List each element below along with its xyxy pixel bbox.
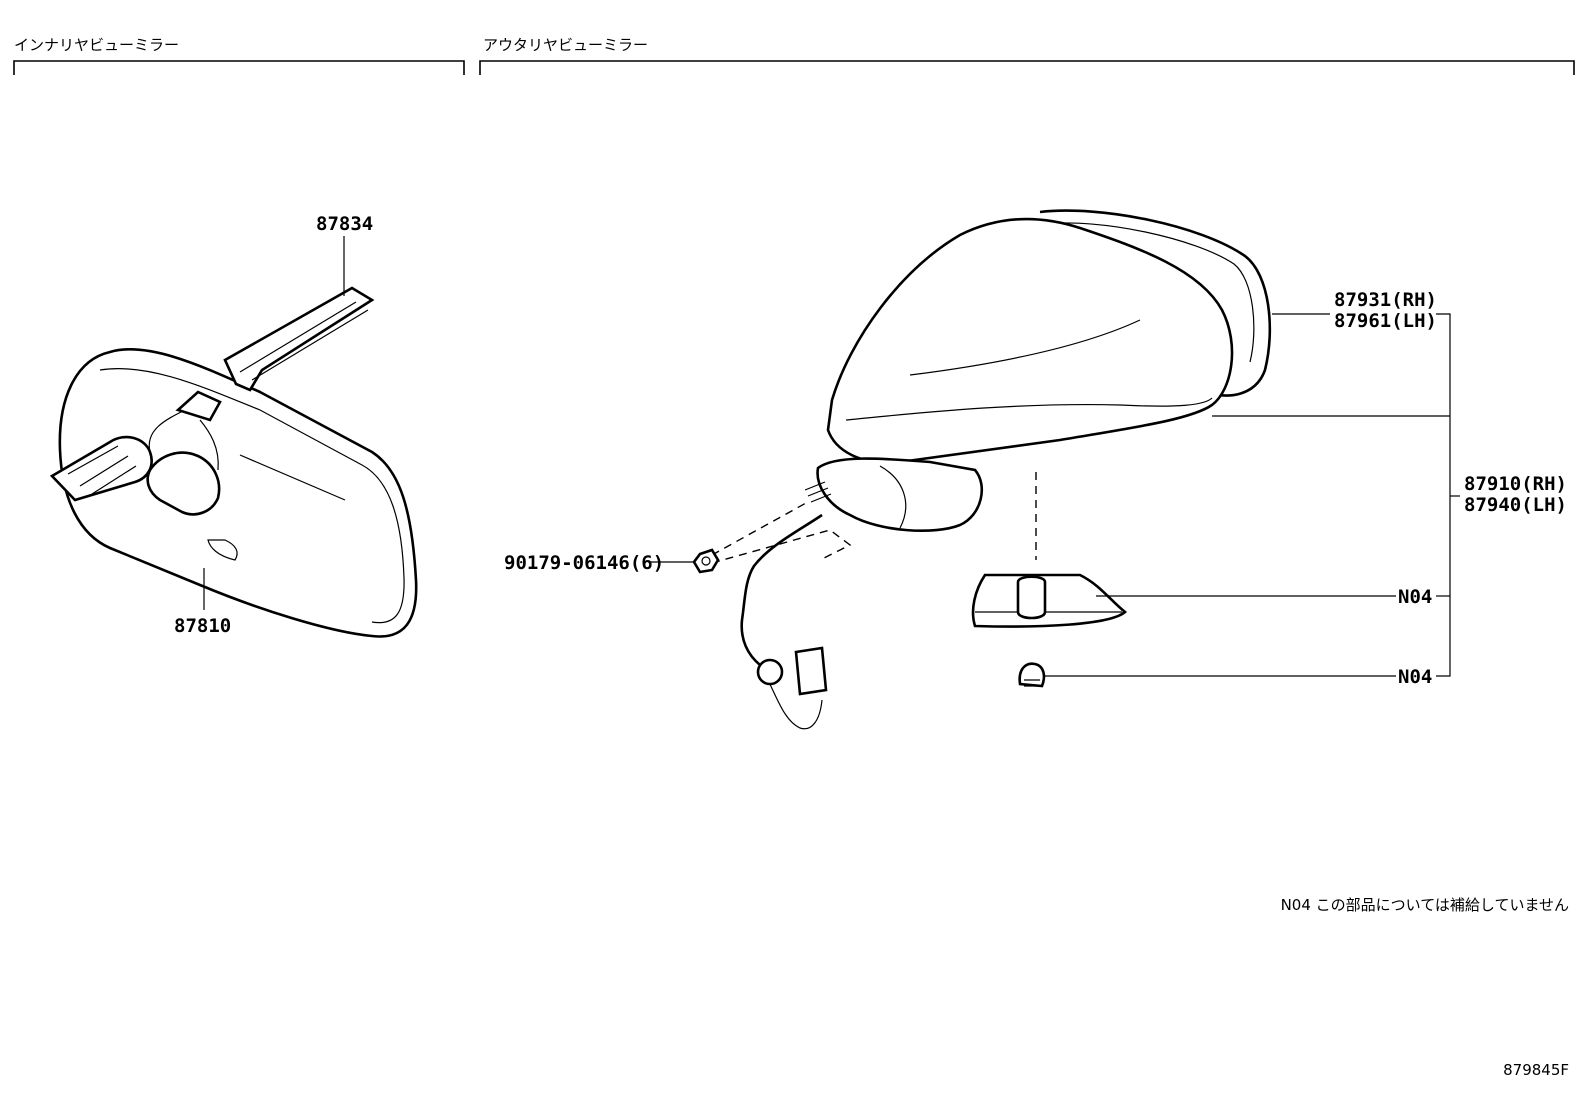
outer-mirror-harness-connector [794, 646, 828, 696]
outer-mirror-harness [740, 513, 823, 666]
outer-mirror-turn-lamp [971, 573, 1128, 628]
outer-mirror-section-header: アウタリヤビューミラー [479, 36, 1575, 75]
part-number-n04-bulb: N04 [1398, 666, 1432, 688]
inner-mirror-body [58, 347, 418, 638]
part-number-87810: 87810 [174, 615, 231, 637]
turn-lamp-socket [1016, 575, 1047, 620]
outer-mirror-bracket [479, 60, 1575, 75]
inner-mirror-connector [49, 435, 153, 502]
part-number-87931: 87931(RH) [1334, 289, 1437, 311]
outer-mirror-title: アウタリヤビューミラー [483, 36, 648, 54]
inner-mirror-cover [223, 286, 375, 392]
outer-mirror-illustration [692, 209, 1272, 730]
assembly-bracket [1436, 313, 1451, 677]
diagram-code: 879845F [1503, 1061, 1569, 1079]
outer-mirror-housing-crease [909, 319, 1141, 376]
inner-mirror-cover-ribs [239, 301, 369, 381]
outer-mirror-stud [804, 481, 832, 503]
outer-mirror-glass-inner-rim [1043, 222, 1255, 363]
inner-mirror-bracket [13, 60, 465, 75]
part-number-87910: 87910(RH) [1464, 473, 1567, 495]
nut-hole [701, 556, 711, 566]
outer-mirror-housing [826, 217, 1234, 464]
outer-mirror-callouts: 90179-06146(6) 87931(RH) 87961(LH) 87910… [504, 289, 1567, 688]
part-number-87834: 87834 [316, 213, 373, 235]
nut-guide-1 [711, 502, 807, 556]
outer-mirror-base-edge [879, 465, 907, 529]
turn-lamp-bulb-base [1024, 679, 1040, 687]
inner-mirror-rim [99, 368, 405, 624]
part-number-90179: 90179-06146(6) [504, 552, 664, 574]
inner-mirror-illustration: 87834 87810 [49, 213, 418, 638]
inner-mirror-section-header: インナリヤビューミラー [13, 36, 465, 75]
inner-mirror-title: インナリヤビューミラー [14, 36, 179, 54]
part-number-87961: 87961(LH) [1334, 310, 1437, 332]
part-number-n04-lamp: N04 [1398, 586, 1432, 608]
supply-note: N04 この部品については補給していません [1281, 896, 1569, 914]
inner-mirror-highlight [239, 454, 346, 501]
inner-mirror-stay [146, 451, 221, 516]
outer-mirror-grommet [756, 658, 784, 686]
part-number-87940: 87940(LH) [1464, 494, 1567, 516]
nut-guide-2 [711, 529, 852, 564]
turn-lamp-bulb [1018, 662, 1046, 688]
inner-mirror-clip [175, 390, 222, 422]
nut-90179 [692, 548, 720, 574]
inner-mirror-arm [199, 419, 219, 471]
outer-mirror-housing-seam [845, 397, 1213, 421]
inner-mirror-connector-ribs [67, 445, 137, 495]
inner-mirror-sensor-window [207, 539, 238, 561]
outer-mirror-harness-lower [759, 664, 823, 730]
outer-mirror-base [816, 457, 984, 533]
